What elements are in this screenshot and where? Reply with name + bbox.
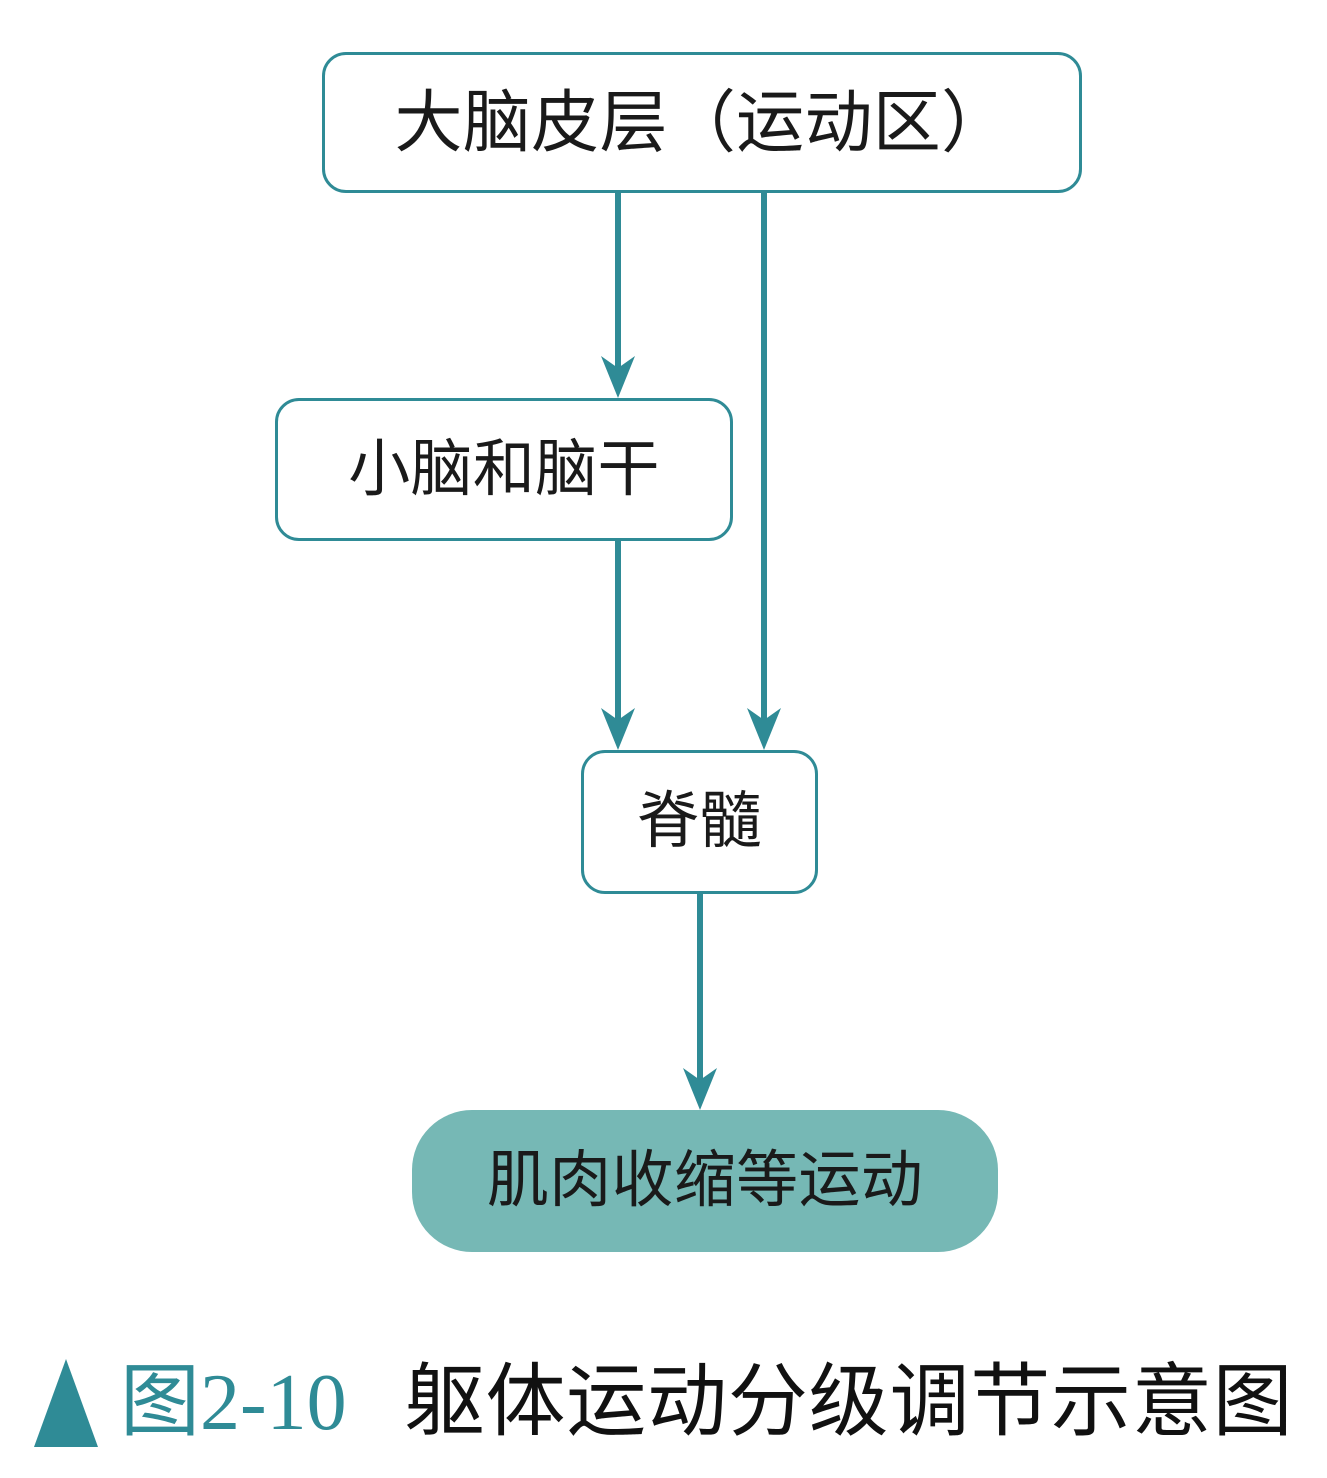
node-cerebral-cortex-label: 大脑皮层（运动区）: [394, 84, 1010, 161]
edge-cortex-to-cerebellum: [601, 193, 635, 398]
node-spinal-cord-label: 脊髓: [637, 787, 762, 856]
node-spinal-cord: 脊髓: [581, 750, 818, 894]
figure-number: 图2-10: [120, 1359, 347, 1447]
node-cerebellum-brainstem: 小脑和脑干: [275, 398, 733, 541]
triangle-up-icon: [34, 1359, 98, 1447]
node-cerebellum-brainstem-label: 小脑和脑干: [348, 434, 660, 504]
figure-title: 躯体运动分级调节示意图: [404, 1359, 1294, 1447]
node-muscle-contraction-label: 肌肉收缩等运动: [486, 1146, 924, 1215]
edge-spinal-to-muscle: [683, 894, 717, 1110]
node-cerebral-cortex: 大脑皮层（运动区）: [322, 52, 1082, 193]
figure-caption: 图2-10 躯体运动分级调节示意图: [34, 1348, 1304, 1458]
edge-cortex-to-spinal: [747, 193, 781, 750]
edge-cerebellum-to-spinal: [601, 541, 635, 750]
node-muscle-contraction: 肌肉收缩等运动: [412, 1110, 998, 1252]
